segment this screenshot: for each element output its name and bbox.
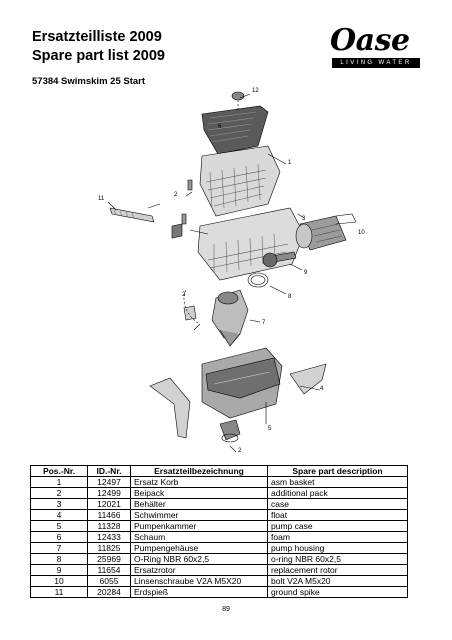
callout-labels: 12 1 11 2 3 10 9 8 7 2 4 5 6 2: [98, 88, 365, 454]
cell-german: O-Ring NBR 60x2,5: [130, 553, 268, 565]
cell-id: 11825: [87, 542, 131, 554]
cell-id: 12433: [87, 531, 131, 543]
top-screw-part: [231, 91, 245, 101]
cell-pos: 8: [30, 553, 88, 565]
callout-10: 10: [358, 230, 365, 236]
cell-english: replacement rotor: [267, 564, 408, 576]
cell-english: ground spike: [267, 586, 408, 598]
case-part: [197, 207, 305, 281]
callout-5: 5: [268, 426, 272, 432]
cell-id: 11654: [87, 564, 131, 576]
cell-pos: 10: [30, 575, 88, 587]
cell-german: Schaum: [130, 531, 268, 543]
callout-2b: 2: [182, 292, 186, 298]
callout-9: 9: [304, 270, 308, 276]
cell-id: 6055: [87, 575, 131, 587]
cell-id: 25969: [87, 553, 131, 565]
callout-7: 7: [262, 320, 266, 326]
cell-pos: 2: [30, 487, 88, 499]
cell-pos: 1: [30, 476, 88, 488]
cell-english: foam: [267, 531, 408, 543]
page-title: Ersatzteilliste 2009 Spare part list 200…: [32, 28, 165, 66]
cell-pos: 5: [30, 520, 88, 532]
cell-id: 11328: [87, 520, 131, 532]
cell-pos: 3: [30, 498, 88, 510]
cell-id: 12499: [87, 487, 131, 499]
cell-german: Pumpengehäuse: [130, 542, 268, 554]
cell-german: Schwimmer: [130, 509, 268, 521]
callout-2c: 2: [238, 448, 242, 454]
title-english: Spare part list 2009: [32, 48, 165, 64]
page-number: 89: [222, 606, 230, 613]
cap-part: [183, 305, 197, 321]
cell-german: Erdspieß: [130, 586, 268, 598]
cell-id: 11466: [87, 509, 131, 521]
cell-english: float: [267, 509, 408, 521]
logo-tagline: LIVING WATER: [332, 58, 420, 68]
cell-english: pump housing: [267, 542, 408, 554]
ground-spike-part: [109, 207, 155, 223]
callout-1: 1: [288, 160, 292, 166]
callout-11: 11: [98, 196, 105, 202]
callout-4: 4: [320, 386, 324, 392]
screw-part: [187, 179, 193, 191]
product-subtitle: 57384 Swimskim 25 Start: [32, 76, 146, 87]
callout-3: 3: [302, 216, 306, 222]
col-header-german: Ersatzteilbezeichnung: [130, 465, 268, 477]
title-german: Ersatzteilliste 2009: [32, 29, 162, 45]
cell-german: Ersatzrotor: [130, 564, 268, 576]
oase-logo: Oase LIVING WATER: [330, 26, 426, 72]
bottom-fitting-part: [219, 419, 241, 441]
col-header-pos: Pos.-Nr.: [30, 465, 88, 477]
float-part: [149, 377, 191, 439]
o-ring-part: [247, 272, 269, 288]
cell-pos: 6: [30, 531, 88, 543]
cell-english: o-ring NBR 60x2,5: [267, 553, 408, 565]
callout-2a: 2: [174, 192, 178, 198]
logo-brand: Oase: [330, 23, 410, 58]
col-header-english: Spare part description: [267, 465, 408, 477]
cell-english: additional pack: [267, 487, 408, 499]
table-header-row: Pos.-Nr. ID.-Nr. Ersatzteilbezeichnung S…: [30, 465, 408, 477]
cell-pos: 4: [30, 509, 88, 521]
cell-id: 12021: [87, 498, 131, 510]
cell-english: pump case: [267, 520, 408, 532]
cell-german: Ersatz Korb: [130, 476, 268, 488]
foam-part: [201, 105, 269, 155]
exploded-view-diagram: 12 1 11 2 3 10 9 8 7 2 4 5 6 2: [98, 88, 365, 454]
callout-12: 12: [252, 88, 259, 94]
cell-german: Linsenschraube V2A M5X20: [130, 575, 268, 587]
callout-8: 8: [288, 294, 292, 300]
cell-english: bolt V2A M5x20: [267, 575, 408, 587]
col-header-id: ID.-Nr.: [87, 465, 131, 477]
cell-german: Pumpenkammer: [130, 520, 268, 532]
cell-german: Behälter: [130, 498, 268, 510]
cell-id: 12497: [87, 476, 131, 488]
cell-german: Beipack: [130, 487, 268, 499]
cell-pos: 11: [30, 586, 88, 598]
spare-parts-table: Pos.-Nr. ID.-Nr. Ersatzteilbezeichnung S…: [30, 465, 408, 598]
cell-pos: 7: [30, 542, 88, 554]
cell-pos: 9: [30, 564, 88, 576]
callout-6: 6: [218, 124, 222, 130]
cell-id: 20284: [87, 586, 131, 598]
cell-english: asm basket: [267, 476, 408, 488]
cell-english: case: [267, 498, 408, 510]
